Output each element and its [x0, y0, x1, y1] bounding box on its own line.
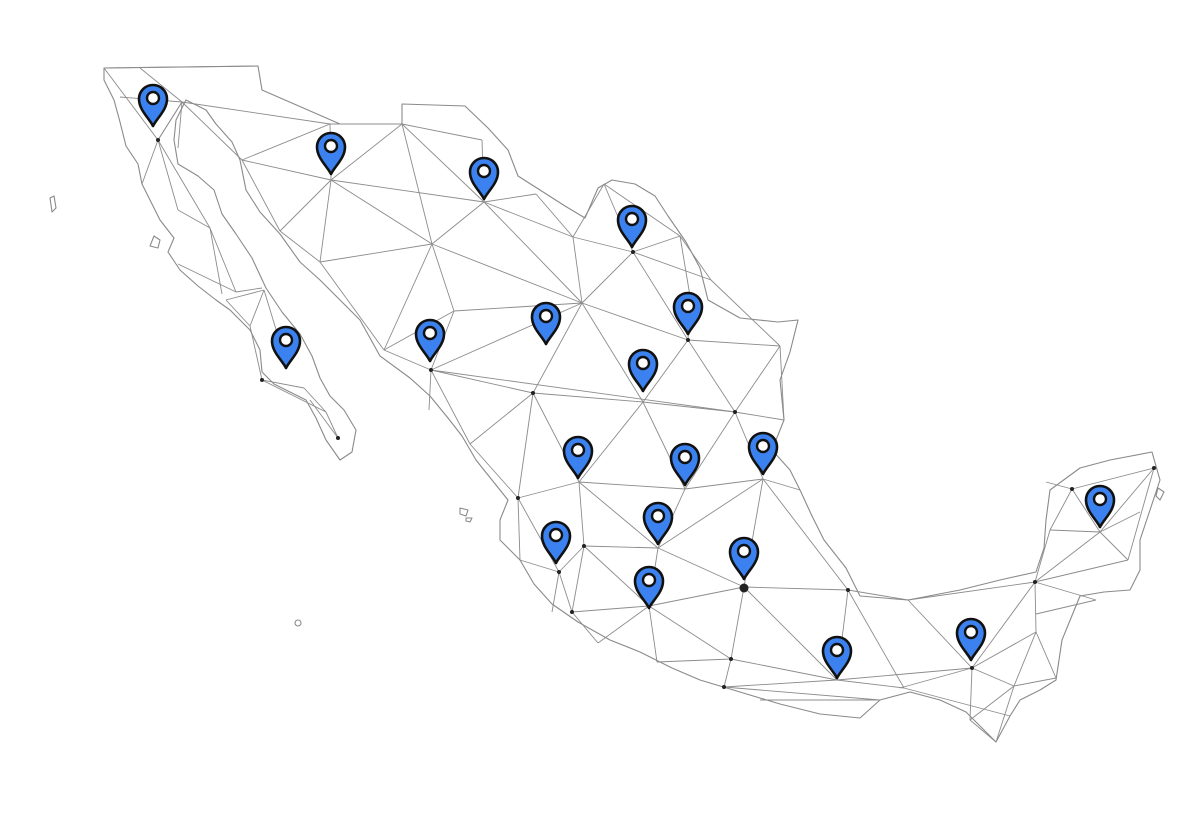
mesh-node — [516, 496, 520, 500]
mesh-nodes — [156, 138, 1156, 689]
map-pin-icon[interactable] — [315, 131, 347, 176]
mesh-node — [1033, 580, 1037, 584]
mesh-node — [260, 378, 264, 382]
mesh-node — [582, 544, 586, 548]
triangulation-mesh — [103, 65, 1155, 743]
mesh-node — [156, 138, 160, 142]
map-pin-icon[interactable] — [669, 442, 701, 487]
map-pin-icon[interactable] — [540, 520, 572, 565]
mesh-node — [631, 250, 635, 254]
map-pin-icon[interactable] — [633, 565, 665, 610]
mesh-node — [429, 368, 433, 372]
map-pin-icon[interactable] — [955, 617, 987, 662]
country-outline — [49, 65, 1165, 743]
mesh-node — [722, 685, 726, 689]
mesh-node — [846, 588, 850, 592]
mesh-node — [1070, 487, 1074, 491]
mesh-node — [531, 391, 535, 395]
map-pin-icon[interactable] — [821, 635, 853, 680]
map-pin-icon[interactable] — [562, 435, 594, 480]
mesh-node — [733, 410, 737, 414]
map-pin-icon[interactable] — [137, 83, 169, 128]
mesh-node — [336, 436, 340, 440]
map-pin-icon[interactable] — [414, 318, 446, 363]
map-pin-icon[interactable] — [627, 348, 659, 393]
map-pin-icon[interactable] — [270, 325, 302, 370]
location-pins — [137, 83, 1116, 680]
mesh-node — [970, 666, 974, 670]
highlighted-node — [739, 583, 749, 593]
mesh-node — [1152, 466, 1156, 470]
map-pin-icon[interactable] — [1084, 484, 1116, 529]
map-pin-icon[interactable] — [530, 301, 562, 346]
map-pin-icon[interactable] — [468, 156, 500, 201]
mesh-node — [570, 610, 574, 614]
mesh-node — [729, 657, 733, 661]
map-pin-icon[interactable] — [728, 536, 760, 581]
map-pin-icon[interactable] — [747, 431, 779, 476]
mesh-node — [686, 338, 690, 342]
mesh-node — [557, 570, 561, 574]
map-pin-icon[interactable] — [616, 204, 648, 249]
map-pin-icon[interactable] — [642, 501, 674, 546]
map-pin-icon[interactable] — [672, 291, 704, 336]
